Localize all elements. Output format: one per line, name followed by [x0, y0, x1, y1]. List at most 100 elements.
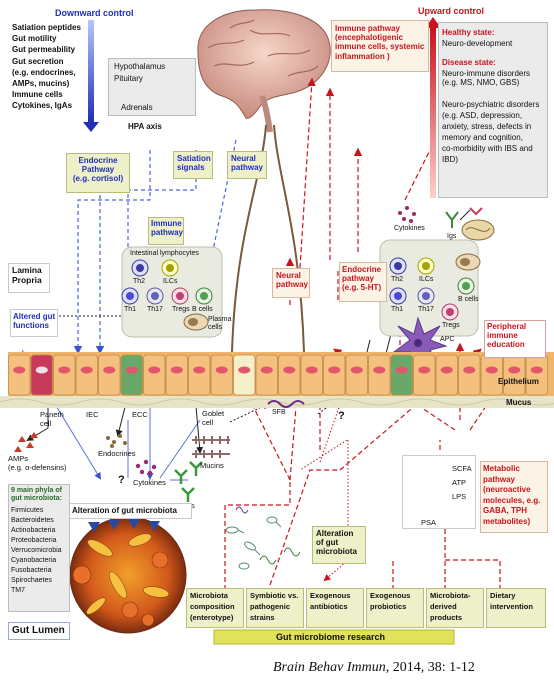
downward-control-title: Downward control	[55, 8, 134, 18]
satiation-line: Satiation	[177, 154, 211, 163]
healthy-state-title: Healthy state:	[442, 28, 495, 37]
upward-arrow-shaft	[430, 28, 436, 198]
th17-left-label: Th17	[147, 306, 163, 313]
antibody-icon	[174, 461, 203, 502]
th1-right-label: Th1	[391, 306, 404, 313]
satiation-line: signals	[177, 163, 205, 173]
sfb-icon	[267, 400, 305, 408]
epithelial-cell	[233, 354, 256, 396]
amps-label: AMPs(e.g. α-defensins)	[8, 454, 67, 472]
epithelial-cell	[503, 354, 526, 396]
ilcs-right-label: ILCs	[419, 276, 434, 283]
epithelial-cell	[435, 354, 458, 396]
cell-nucleus	[463, 366, 476, 374]
phylum-line: Proteobacteria	[11, 537, 57, 544]
immune-mid-line: pathway	[151, 228, 184, 238]
altered-gut-line: functions	[13, 321, 49, 331]
cell-nucleus	[80, 366, 93, 374]
research-box: Dietary intervention	[486, 588, 546, 628]
research-box-line: derived	[430, 602, 457, 611]
phyla-box	[8, 484, 70, 612]
research-box-line: Exogenous	[310, 591, 351, 600]
metabolic-line: Metabolic	[483, 464, 520, 473]
research-bar-bg	[213, 629, 455, 645]
epithelial-cell	[458, 354, 481, 396]
downward-item-line: (e.g. endocrines,	[12, 67, 76, 77]
cytokines-top-label: Cytokines	[394, 225, 425, 232]
th1-left-label: Th1	[124, 306, 137, 313]
cell-nucleus	[260, 366, 273, 374]
goblet-line: cell	[202, 417, 214, 427]
disease-state-list: Neuro-immune disorders(e.g. MS, NMO, GBS…	[442, 69, 530, 87]
phylum-line: TM7	[11, 587, 25, 594]
satiation-signals-box	[173, 151, 213, 179]
alteration-right-line: of gut	[316, 538, 339, 548]
research-box-line: intervention	[490, 602, 533, 611]
endocrine-right-line: pathway	[342, 274, 375, 284]
epithelial-cell	[413, 354, 436, 396]
mucins-label: Mucins	[200, 461, 224, 470]
lamina-line: Propria	[12, 274, 42, 285]
downward-arrow-head	[83, 122, 99, 132]
lymphocyte-icon	[121, 259, 213, 331]
ilcs-left-label: ILCs	[163, 278, 178, 285]
upward-effects-box	[438, 22, 548, 198]
tregs-right-label: Tregs	[442, 322, 460, 329]
cell-nucleus	[328, 366, 341, 374]
research-box-line: pathogenic	[250, 602, 291, 611]
bacteria-cluster-icon	[461, 219, 495, 241]
epithelial-cell	[143, 354, 166, 396]
phylum-line: Fusobacteria	[11, 567, 52, 574]
immune-mid-line: Immune	[151, 219, 182, 228]
downward-item-line: Immune cells	[12, 90, 63, 100]
ecc-label: ECC	[132, 410, 148, 419]
research-box-line: Dietary	[490, 591, 516, 600]
intestinal-lymphocytes-label: Intestinal lymphocytes	[130, 250, 199, 257]
cell-nucleus	[148, 366, 161, 374]
research-box-line: antibiotics	[310, 602, 348, 611]
neural-left-line: pathway	[231, 163, 264, 173]
research-box-line: probiotics	[370, 602, 407, 611]
cytokine-dots-icon	[398, 206, 416, 223]
altered-gut-functions-box	[10, 309, 58, 337]
phyla-title-line: gut microbiota:	[11, 495, 62, 503]
cell-nucleus	[395, 366, 408, 374]
cell-nucleus	[350, 366, 363, 374]
cell-nucleus	[35, 366, 48, 374]
downward-item-line: AMPs, mucins)	[12, 79, 70, 89]
psa-label: PSA	[421, 518, 437, 527]
peripheral-line: Peripheral	[487, 322, 527, 331]
phylum-line: Cyanobacteria	[11, 557, 57, 564]
cytokines-bottom-label: Cytokines	[133, 478, 166, 487]
neural-left-line: Neural	[231, 154, 256, 163]
epithelial-cell	[120, 354, 143, 396]
research-box-line: Microbiota	[190, 591, 228, 600]
alteration-right-line: Alteration	[316, 529, 354, 538]
mucus-label: Mucus	[506, 398, 532, 407]
research-box-line: products	[430, 613, 463, 622]
microbe-sketch-icon	[225, 506, 301, 570]
metabolic-line: (neuroactive	[483, 485, 531, 494]
downward-item-line: Gut secretion	[12, 56, 64, 66]
immune-pathway-mid-box	[148, 217, 184, 245]
th17-right-label: Th17	[418, 306, 434, 313]
vagus-nerve-left	[231, 124, 267, 353]
immune-pathway-top-line: immune cells, systemic	[335, 42, 425, 52]
immune-pathway-top-line: (encephalotigenic	[335, 33, 404, 43]
immune-pathway-top-box	[331, 20, 429, 72]
metabolic-line: molecules, e.g.	[483, 495, 541, 505]
phyla-title-line: 9 main phyla of	[11, 487, 62, 494]
endocrine-right-line: Endocrine	[342, 265, 382, 274]
research-box-line: (enterotype)	[190, 613, 234, 622]
hpa-box	[108, 58, 196, 116]
brain-icon	[197, 9, 331, 133]
